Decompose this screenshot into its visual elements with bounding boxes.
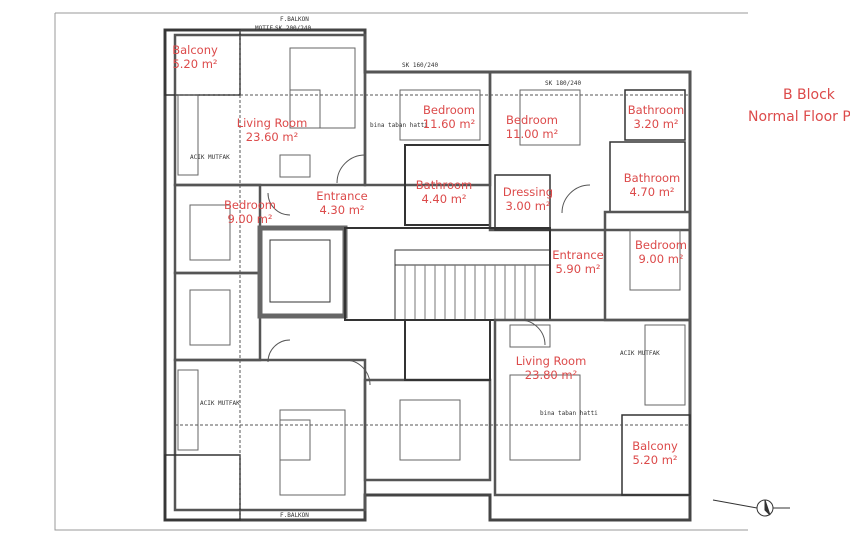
stair-outline	[394, 249, 550, 320]
kitchen-label: ACIK MUTFAK	[620, 350, 660, 357]
window-note: SK 200/240	[275, 25, 312, 32]
balcony-note: F.BALKON	[280, 16, 309, 23]
bedroom-walls	[603, 210, 692, 322]
bedroom-walls	[488, 70, 692, 232]
north-arrow-head	[764, 499, 771, 516]
bedroom-walls	[173, 271, 262, 362]
window-note: SK 160/240	[402, 62, 439, 69]
elevator-cab	[269, 239, 331, 303]
floor-title: Normal Floor P	[748, 109, 850, 125]
furniture	[177, 47, 686, 496]
bathroom-walls	[404, 319, 491, 381]
sheet-frame	[54, 12, 748, 531]
elevator-shaft	[257, 225, 348, 319]
stair-core	[344, 227, 551, 321]
north-arrow-line	[712, 499, 790, 509]
living-room-walls	[493, 318, 692, 497]
dressing-walls	[494, 174, 551, 231]
bedroom-walls	[363, 378, 492, 482]
bathroom-walls	[624, 89, 686, 141]
motif-note: MOTIF	[255, 25, 274, 32]
kitchen-label: ACIK MUTFAK	[200, 400, 240, 407]
balcony-walls	[621, 414, 691, 496]
door-swings	[267, 154, 591, 386]
living-room-walls	[173, 358, 367, 512]
stair-treads	[404, 265, 536, 320]
window-note: SK 180/240	[545, 80, 582, 87]
block-title: B Block	[783, 87, 835, 103]
balcony-note: F.BALKON	[280, 512, 309, 519]
baseline-note: bina taban hatti	[370, 122, 428, 129]
baseline-note: bina taban hatti	[540, 410, 598, 417]
kitchen-label: ACIK MUTFAK	[190, 154, 230, 161]
baseline-dashes	[175, 30, 690, 520]
